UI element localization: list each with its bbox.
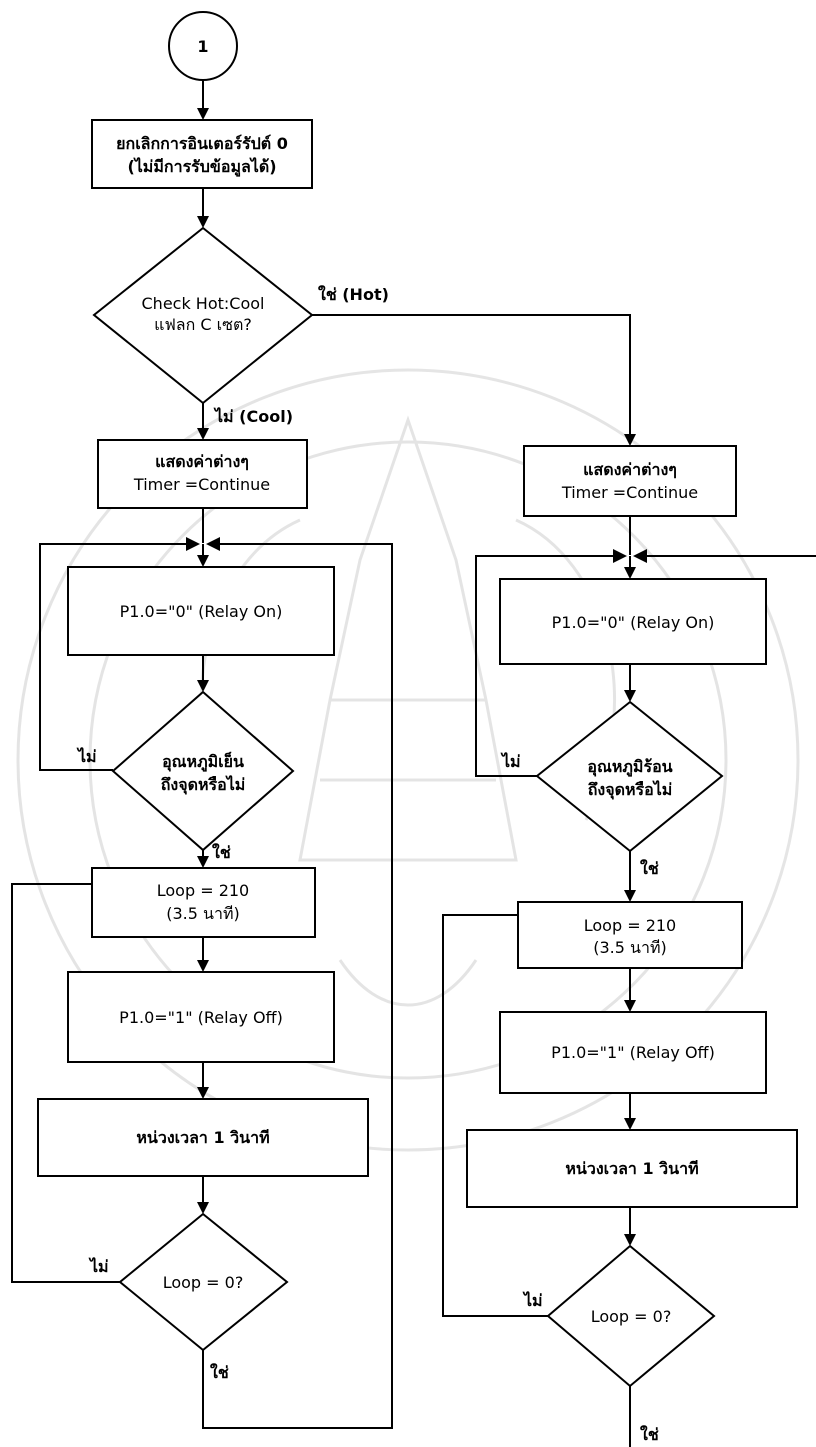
cool-display-line1: แสดงค่าต่างๆ <box>155 452 249 471</box>
hot-temp-line1: อุณหภูมิร้อน <box>587 757 672 778</box>
hot-loop-line2: (3.5 นาที) <box>593 938 666 957</box>
process-hot-delay: หน่วงเวลา 1 วินาที <box>466 1129 798 1208</box>
disable-int-line1: ยกเลิกการอินเตอร์รัปต์ 0 <box>116 134 288 153</box>
decision-cool-loop-zero: Loop = 0? <box>118 1212 289 1352</box>
check-line2: แฟลก C เซต? <box>154 315 252 334</box>
check-line1: Check Hot:Cool <box>142 294 265 313</box>
process-cool-delay: หน่วงเวลา 1 วินาที <box>37 1098 369 1177</box>
process-hot-relay-on: P1.0="0" (Relay On) <box>499 578 767 665</box>
cool-display-line2: Timer =Continue <box>133 475 270 494</box>
process-cool-relay-on: P1.0="0" (Relay On) <box>67 566 335 656</box>
cool-temp-line2: ถึงจุดหรือไม่ <box>160 775 245 795</box>
process-hot-relay-off: P1.0="1" (Relay Off) <box>499 1011 767 1094</box>
process-hot-display: แสดงค่าต่างๆ Timer =Continue <box>523 445 737 517</box>
hot-display-line2: Timer =Continue <box>561 483 698 502</box>
cool-temp-line1: อุณหภูมิเย็น <box>162 750 244 773</box>
cool-loop-check-text: Loop = 0? <box>163 1273 244 1292</box>
connector-1: 1 <box>168 11 238 81</box>
hot-relay-on-text: P1.0="0" (Relay On) <box>552 613 715 632</box>
label-cool-temp-yes: ใช่ <box>212 843 231 862</box>
cool-relay-off-text: P1.0="1" (Relay Off) <box>119 1008 283 1027</box>
process-cool-display: แสดงค่าต่างๆ Timer =Continue <box>97 439 308 509</box>
label-no-cool: ไม่ (Cool) <box>213 407 293 426</box>
label-cool-loop-yes: ใช่ <box>210 1363 229 1382</box>
label-hot-loop-no: ไม่ <box>522 1291 543 1310</box>
hot-relay-off-text: P1.0="1" (Relay Off) <box>551 1043 715 1062</box>
cool-delay-text: หน่วงเวลา 1 วินาที <box>136 1128 269 1147</box>
hot-loop-line1: Loop = 210 <box>584 916 676 935</box>
process-cool-relay-off: P1.0="1" (Relay Off) <box>67 971 335 1063</box>
hot-display-line1: แสดงค่าต่างๆ <box>583 460 677 479</box>
hot-temp-line2: ถึงจุดหรือไม่ <box>587 780 672 800</box>
decision-hot-loop-zero: Loop = 0? <box>546 1244 716 1388</box>
process-cool-loop-210: Loop = 210 (3.5 นาที) <box>91 867 316 938</box>
hot-delay-text: หน่วงเวลา 1 วินาที <box>565 1159 698 1178</box>
label-hot-temp-no: ไม่ <box>500 752 521 771</box>
label-yes-hot: ใช่ (Hot) <box>318 285 389 304</box>
label-cool-temp-no: ไม่ <box>76 747 97 766</box>
connector-label: 1 <box>197 37 208 56</box>
decision-check-hot-cool: Check Hot:Cool แฟลก C เซต? <box>92 226 314 405</box>
label-hot-temp-yes: ใช่ <box>640 859 659 878</box>
hot-loop-check-text: Loop = 0? <box>591 1307 672 1326</box>
label-hot-loop-yes: ใช่ <box>640 1425 659 1444</box>
process-hot-loop-210: Loop = 210 (3.5 นาที) <box>517 901 743 969</box>
cool-loop-line2: (3.5 นาที) <box>166 904 239 923</box>
label-cool-loop-no: ไม่ <box>88 1257 109 1276</box>
cool-relay-on-text: P1.0="0" (Relay On) <box>120 602 283 621</box>
watermark-seal <box>16 368 800 1152</box>
cool-loop-line1: Loop = 210 <box>157 881 249 900</box>
disable-int-line2: (ไม่มีการรับข้อมูลได้) <box>127 157 276 178</box>
decision-cool-temperature: อุณหภูมิเย็น ถึงจุดหรือไม่ <box>111 690 295 852</box>
decision-hot-temperature: อุณหภูมิร้อน ถึงจุดหรือไม่ <box>535 700 724 853</box>
process-disable-interrupt: ยกเลิกการอินเตอร์รัปต์ 0 (ไม่มีการรับข้อ… <box>91 119 313 189</box>
